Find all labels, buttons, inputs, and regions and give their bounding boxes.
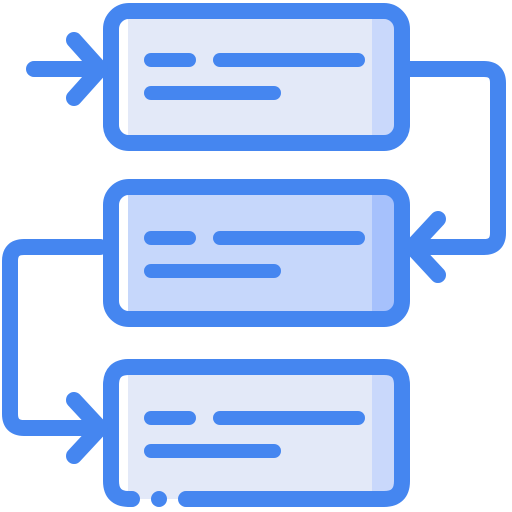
connector-right [402,61,506,283]
middle-box-border [103,179,410,327]
bottom-box-shade [372,372,397,494]
bottom-box-fill [111,367,402,499]
connector-left [2,239,108,464]
top-box [103,3,410,151]
middle-box [103,179,410,327]
bottom-box-border-dot [151,491,167,507]
middle-box-fill [111,187,402,319]
middle-box-text-lines [144,231,365,278]
top-box-fill [111,11,402,143]
bottom-box-border [103,359,410,507]
bottom-box [103,359,410,507]
middle-box-shade [372,192,397,314]
bottom-box-text-lines [144,411,365,458]
top-box-border [103,3,410,151]
top-box-text-lines [144,53,365,100]
entry-arrow [26,32,108,106]
top-box-shade [372,16,397,138]
